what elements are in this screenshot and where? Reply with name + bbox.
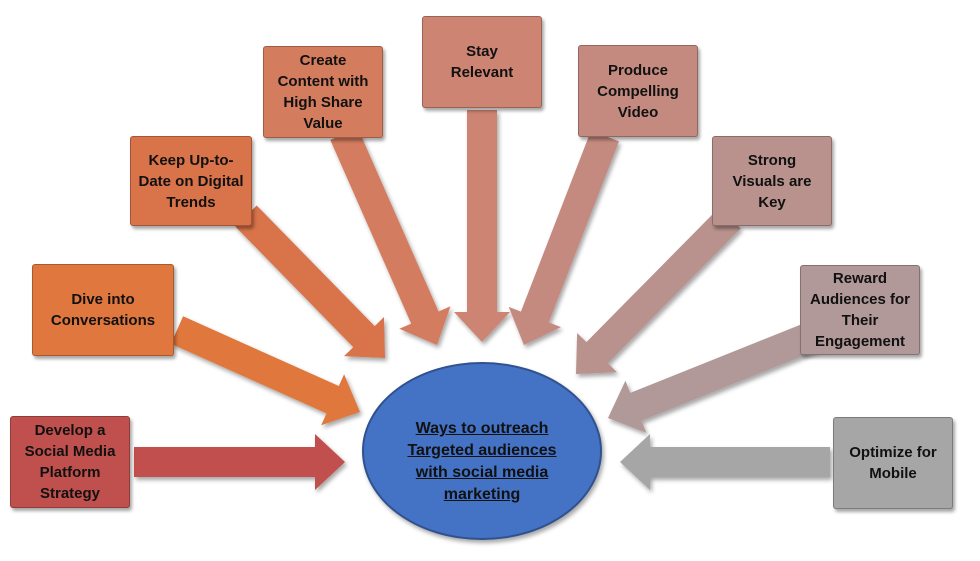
arrow-5 <box>454 110 510 342</box>
center-topic-circle: Ways to outreach Targeted audiences with… <box>362 362 602 540</box>
strategy-box-9: Optimize for Mobile <box>833 417 953 509</box>
arrow-3 <box>235 205 385 358</box>
strategy-label-1: Develop a Social Media Platform Strategy <box>24 422 116 502</box>
strategy-label-3: Keep Up-to-Date on Digital Trends <box>138 151 244 211</box>
strategy-label-6: Produce Compelling Video <box>597 61 679 121</box>
arrow-7 <box>576 207 741 374</box>
arrow-9 <box>620 434 830 490</box>
strategy-label-5: Stay Relevant <box>450 43 514 81</box>
arrow-1 <box>134 434 345 490</box>
strategy-box-3: Keep Up-to-Date on Digital Trends <box>130 136 252 226</box>
strategy-box-8: Reward Audiences for Their Engagement <box>800 265 920 355</box>
strategy-box-2: Dive into Conversations <box>32 264 174 356</box>
strategy-box-7: Strong Visuals are Key <box>712 136 832 226</box>
arrow-6 <box>508 130 619 345</box>
strategy-label-8: Reward Audiences for Their Engagement <box>809 270 911 350</box>
strategy-box-4: Create Content with High Share Value <box>263 46 383 138</box>
strategy-box-5: Stay Relevant <box>422 16 542 108</box>
arrow-2 <box>170 316 360 426</box>
strategy-box-1: Develop a Social Media Platform Strategy <box>10 416 130 508</box>
strategy-box-6: Produce Compelling Video <box>578 45 698 137</box>
strategy-label-9: Optimize for Mobile <box>849 444 937 482</box>
center-topic-label: Ways to outreach Targeted audiences with… <box>407 420 557 503</box>
strategy-label-2: Dive into Conversations <box>50 291 156 329</box>
strategy-label-4: Create Content with High Share Value <box>277 52 369 132</box>
arrow-4 <box>330 128 451 345</box>
arrow-8 <box>608 319 826 433</box>
strategy-label-7: Strong Visuals are Key <box>732 151 812 211</box>
